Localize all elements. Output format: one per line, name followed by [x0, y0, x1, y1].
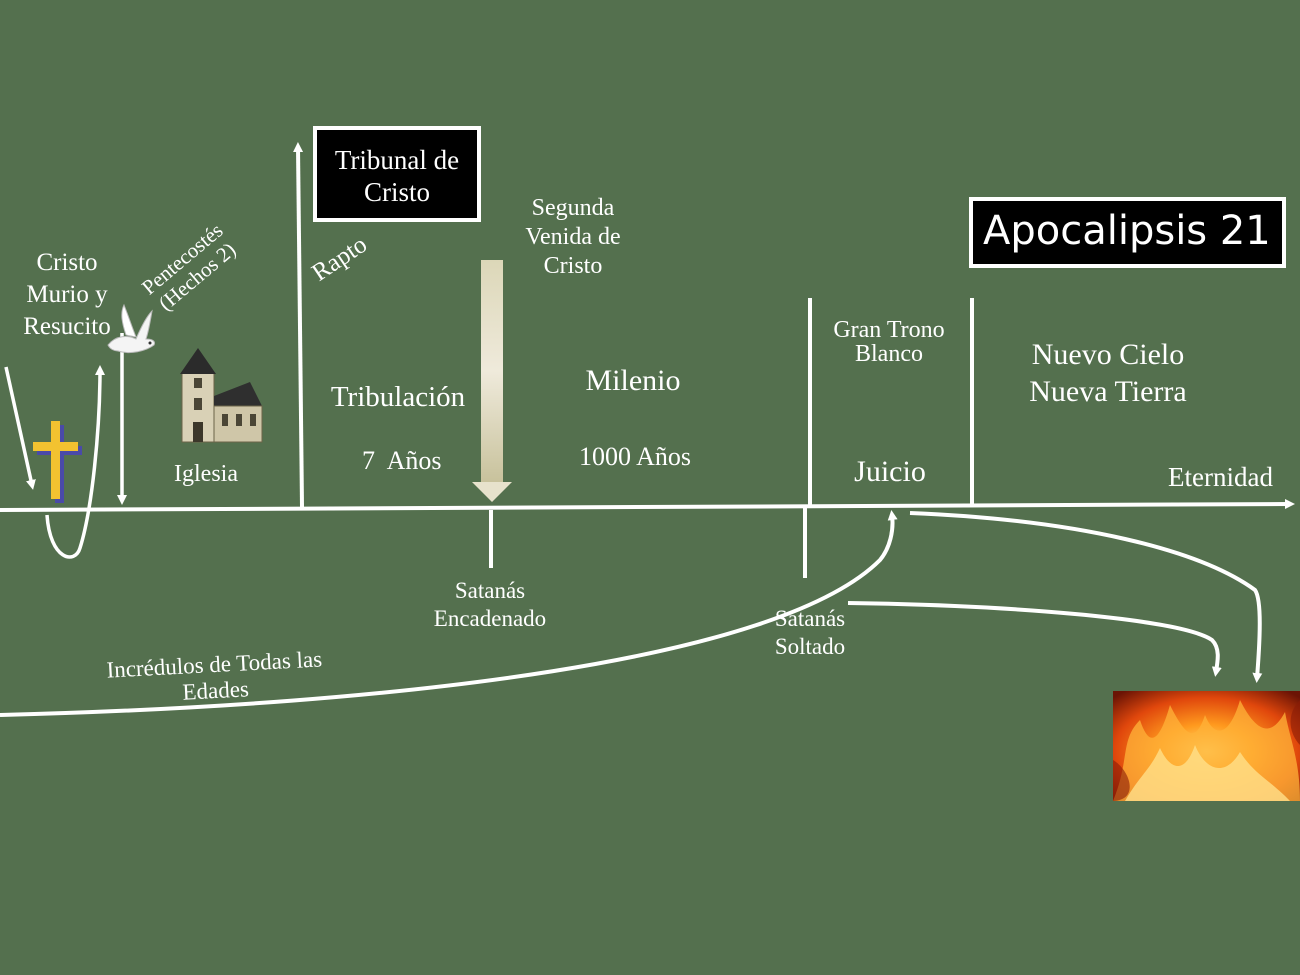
iglesia-label: Iglesia [174, 461, 238, 487]
unbelievers-arrow [0, 510, 898, 717]
tribulacion-label: Tribulación [330, 381, 466, 413]
satanas-soltado-label: Satanás Soltado [760, 605, 860, 661]
title-box: Apocalipsis 21 [969, 197, 1286, 268]
nuevo-cielo-line-1: Nuevo Cielo [1031, 338, 1185, 371]
satanas-soltado-line-2: Soltado [774, 634, 846, 659]
tribunal-line-1: Tribunal de [334, 145, 460, 175]
tribunal-line-2: Cristo [363, 177, 430, 207]
juicio-label: Juicio [854, 455, 926, 488]
satanas-soltado-line-1: Satanás [774, 606, 846, 631]
cristo-label: Cristo Murio y Resucito [14, 247, 120, 343]
second-coming-label: Segunda Venida de Cristo [508, 194, 638, 281]
rapture-arrow [293, 142, 304, 508]
seven-years-label: 7 Años [362, 446, 442, 475]
cristo-line-2: Murio y [26, 281, 108, 308]
fire-image [1113, 691, 1300, 801]
gran-trono-line-1: Gran Trono [833, 317, 945, 343]
satanas-encadenado-line-1: Satanás [454, 578, 526, 603]
gran-trono-line-2: Blanco [855, 341, 923, 367]
dove-icon [107, 303, 155, 354]
second-coming-line-1: Segunda [531, 195, 615, 221]
church-icon [180, 348, 263, 443]
resurrection-arrow [45, 365, 105, 559]
tribunal-box: Tribunal de Cristo [313, 126, 481, 222]
thousand-years-label: 1000 Años [579, 442, 691, 471]
second-coming-line-3: Cristo [543, 253, 603, 279]
nuevo-cielo-line-2: Nueva Tierra [1029, 375, 1187, 408]
satanas-encadenado-label: Satanás Encadenado [420, 577, 560, 633]
second-coming-arrow-shaft [481, 260, 503, 482]
second-coming-arrow-head [472, 482, 512, 502]
cristo-line-3: Resucito [23, 313, 111, 340]
cross-icon [33, 421, 82, 503]
gran-trono-label: Gran Trono Blanco [818, 318, 960, 366]
descent-arrow [4, 366, 36, 490]
satan-to-fire-arrow [847, 601, 1222, 677]
satanas-encadenado-line-2: Encadenado [433, 606, 547, 631]
second-coming-line-2: Venida de [525, 224, 621, 250]
nuevo-cielo-label: Nuevo Cielo Nueva Tierra [1004, 336, 1212, 410]
main-timeline [0, 499, 1295, 512]
judgment-to-fire-arrow [909, 511, 1263, 683]
milenio-label: Milenio [585, 364, 681, 397]
eternidad-label: Eternidad [1168, 462, 1273, 492]
cristo-line-1: Cristo [36, 249, 98, 276]
